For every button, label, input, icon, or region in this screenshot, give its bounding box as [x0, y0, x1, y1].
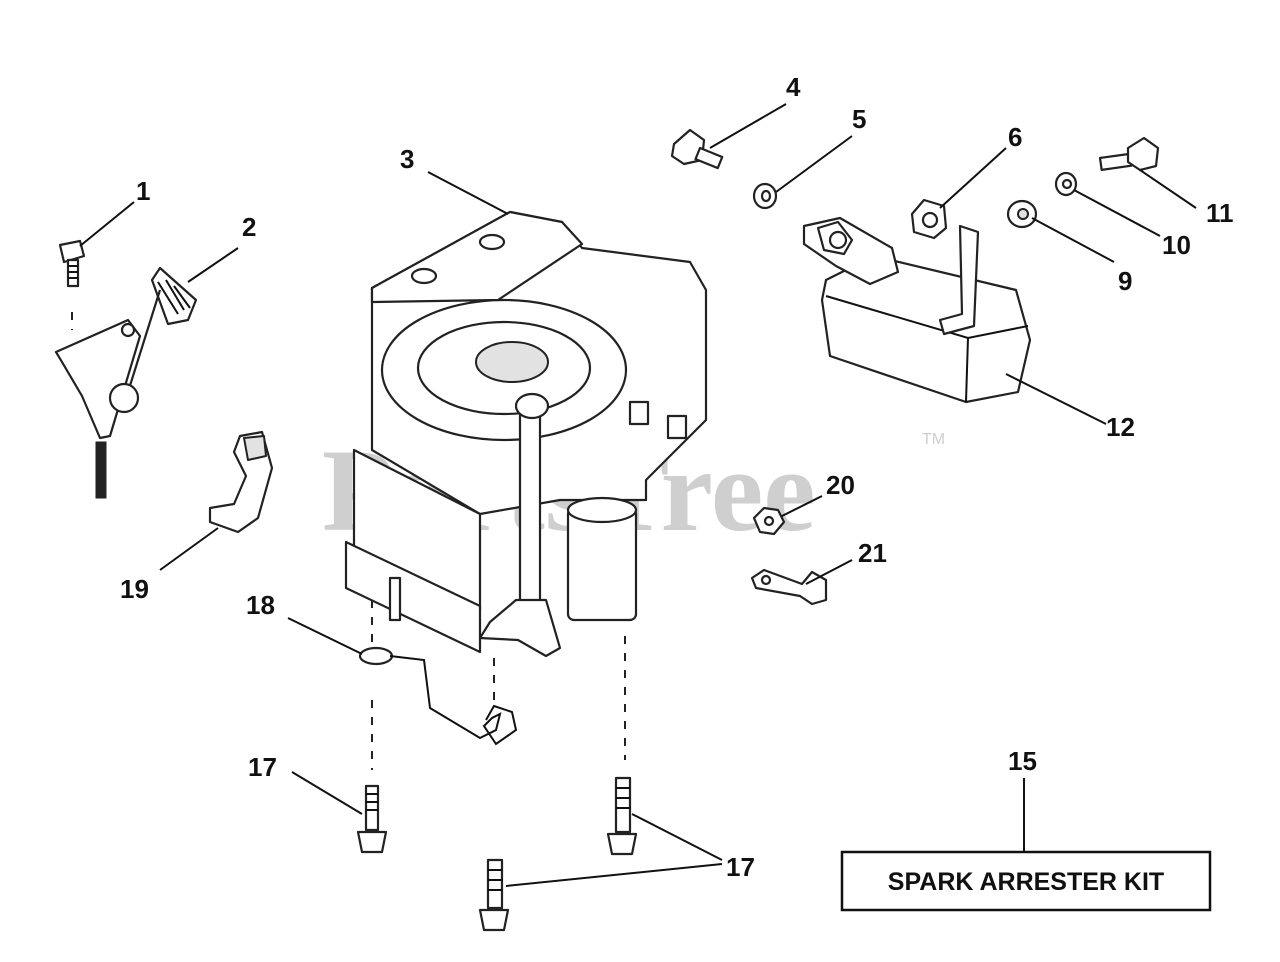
callout-3: 3	[400, 144, 414, 174]
part-19-bracket[interactable]	[208, 430, 274, 534]
callout-2: 2	[242, 212, 256, 242]
callout-11: 11	[1206, 198, 1234, 228]
callout-12: 12	[1106, 412, 1135, 442]
callout-19: 19	[120, 574, 149, 604]
part-18-rod[interactable]	[358, 646, 518, 746]
callout-5: 5	[852, 104, 866, 134]
part-5-washer[interactable]	[752, 182, 778, 210]
part-2-throttle-control[interactable]	[54, 266, 198, 499]
part-17-bolt-middle[interactable]	[606, 636, 638, 856]
part-6-gasket[interactable]	[910, 198, 948, 240]
callout-4: 4	[786, 72, 801, 102]
part-21-clamp[interactable]	[750, 568, 828, 606]
part-9-washer[interactable]	[1006, 199, 1038, 229]
part-10-washer[interactable]	[1054, 171, 1078, 197]
callout-20: 20	[826, 470, 855, 500]
callout-17-bottom: 17	[726, 852, 755, 882]
watermark-trademark: TM	[922, 431, 945, 448]
part-17-bolt-bottom[interactable]	[478, 858, 510, 932]
callout-18: 18	[246, 590, 275, 620]
callout-labels: 1 2 3 4 5 6 9 10 11 12 15 17 17 18 19 20…	[120, 72, 1234, 882]
callout-1: 1	[136, 176, 150, 206]
part-3-engine[interactable]	[344, 210, 708, 700]
part-20-nut[interactable]	[752, 506, 786, 536]
callout-10: 10	[1162, 230, 1191, 260]
spark-arrester-kit-box[interactable]: SPARK ARRESTER KIT	[840, 850, 1212, 912]
callout-21: 21	[858, 538, 887, 568]
part-17-bolt-left[interactable]	[356, 700, 388, 854]
part-1-screw[interactable]	[58, 239, 86, 288]
part-4-bolt[interactable]	[670, 128, 724, 170]
callout-17-left: 17	[248, 752, 277, 782]
part-12-muffler[interactable]	[802, 216, 1032, 404]
callout-15: 15	[1008, 746, 1037, 776]
callout-6: 6	[1008, 122, 1022, 152]
spark-arrester-kit-label: SPARK ARRESTER KIT	[888, 868, 1164, 896]
leader-lines	[79, 103, 1197, 887]
callout-9: 9	[1118, 266, 1132, 296]
part-11-bolt[interactable]	[1098, 136, 1160, 172]
